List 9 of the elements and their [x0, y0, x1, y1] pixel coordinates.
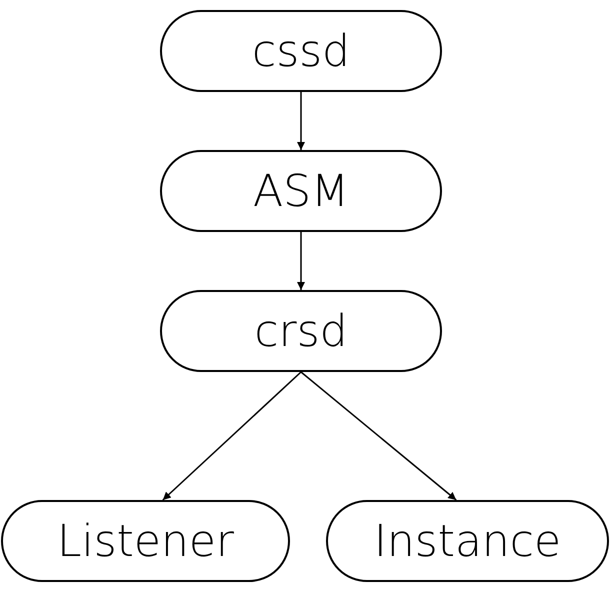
node-label: Instance [374, 516, 562, 566]
arrow [300, 371, 457, 501]
node-label: crsd [254, 306, 348, 356]
arrow [162, 371, 302, 501]
node-label: cssd [252, 26, 350, 76]
node-label: Listener [56, 516, 234, 566]
node-label: ASM [253, 166, 349, 216]
arrow [297, 232, 305, 290]
arrow [297, 92, 305, 150]
